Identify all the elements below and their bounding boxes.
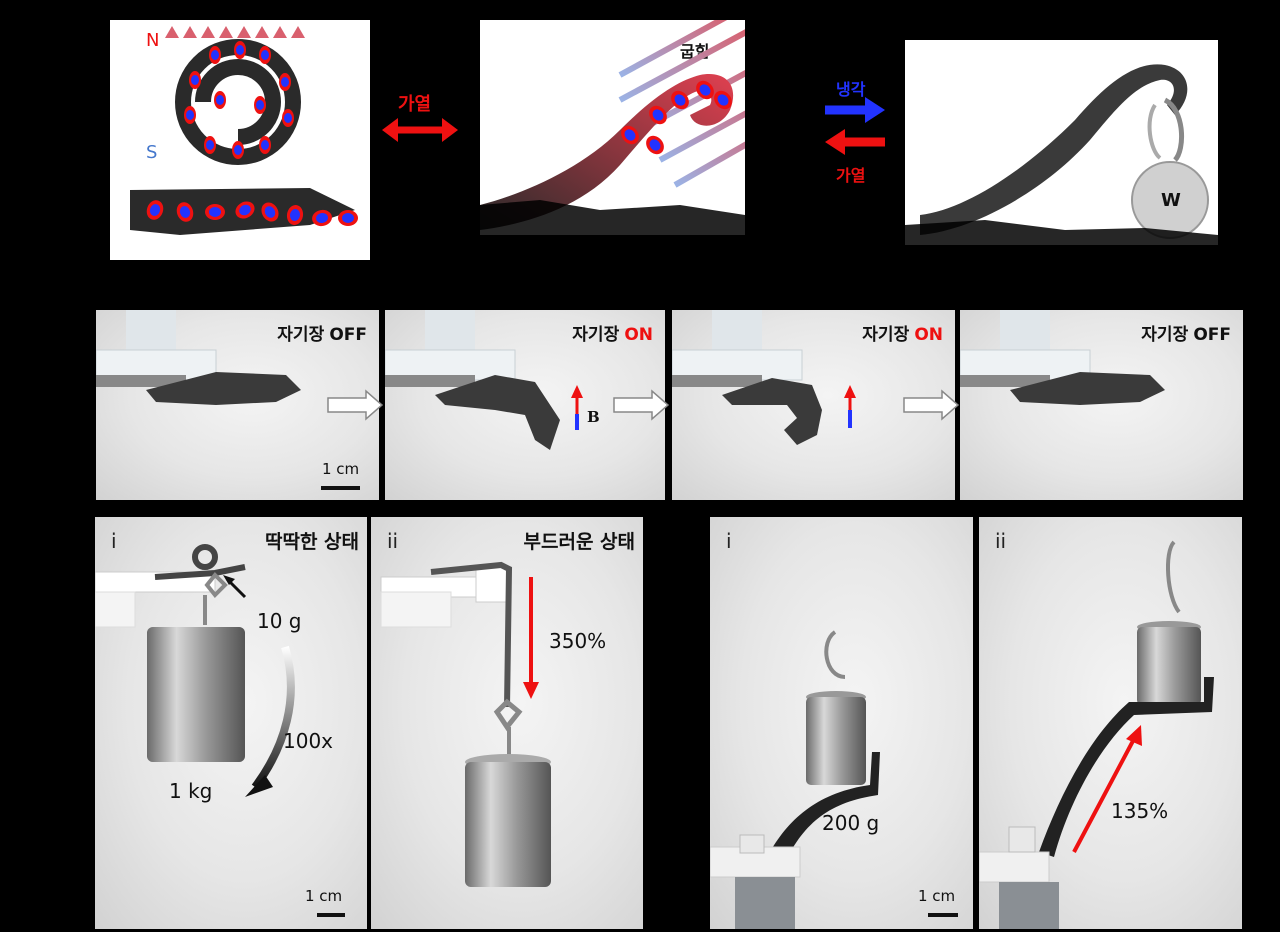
soft-state-title: 부드러운 상태 [523, 531, 636, 553]
frame-3-prefix: 자기장 [862, 325, 910, 345]
arrow-right-icon [327, 389, 384, 421]
rigid-state-panel: i 딱딱한 상태 10 g 100x 1 kg 1 c [95, 517, 367, 929]
frame-1-prefix: 자기장 [277, 325, 325, 345]
frame-4-scene [960, 310, 1165, 405]
cool-label: 냉각 [836, 80, 866, 99]
frame-4-caption: 자기장 OFF [1141, 320, 1231, 345]
mass-200g-label: 200 g [822, 811, 880, 835]
hook-weight-diagram [905, 64, 1218, 245]
frame-2-state: ON [624, 325, 653, 345]
bending-hand-diagram [480, 20, 745, 235]
top-left-panel: N S [110, 20, 370, 260]
load-200g-scene [710, 630, 958, 929]
panel-i-roman-right: i [726, 529, 732, 553]
heat-label-1: 가열 [398, 94, 432, 115]
mass-large-label: 1 kg [169, 779, 213, 803]
field-lines-diagram [130, 26, 358, 235]
frame-1-caption: 자기장 OFF [277, 320, 367, 345]
pole-n-label: N [146, 30, 160, 51]
magnetic-particles [146, 41, 358, 227]
soft-strain-label: 350% [549, 629, 607, 653]
top-middle-panel: 굽힘 [480, 20, 745, 235]
top-right-panel: W [905, 40, 1218, 245]
frame-3-state: ON [914, 325, 943, 345]
frame-4: 자기장 OFF [960, 310, 1243, 500]
frame-2-prefix: 자기장 [572, 325, 620, 345]
panel-ii-roman: ii [387, 529, 399, 553]
arrow-right-icon [613, 389, 670, 421]
panel-i-roman: i [111, 529, 117, 553]
curled-hand-shape [175, 39, 301, 165]
frame-2: 자기장 ON B [385, 310, 665, 500]
load-strain-label: 135% [1111, 799, 1169, 823]
panel-ii-roman-right: ii [995, 529, 1007, 553]
frame-1-scene [96, 310, 360, 490]
frame-4-state: OFF [1193, 325, 1231, 345]
heat-transition: 가열 [380, 90, 460, 150]
field-b-label: B [587, 408, 600, 426]
scale-bar-label: 1 cm [322, 460, 360, 478]
load-strain-scene [979, 540, 1214, 929]
frame-2-caption: 자기장 ON [572, 320, 653, 345]
frame-2-scene [385, 310, 583, 450]
weight-label: W [1161, 190, 1181, 211]
cool-heat-arrows-icon [825, 97, 885, 155]
frame-1-state: OFF [329, 325, 367, 345]
ratio-label: 100x [283, 729, 334, 753]
heat-label-2: 가열 [836, 166, 866, 185]
load-scale-label: 1 cm [918, 887, 956, 905]
load-200g-panel: i 200 g 1 cm [710, 517, 973, 929]
mass-small-label: 10 g [257, 609, 302, 633]
frame-3-caption: 자기장 ON [862, 320, 943, 345]
load-strain-panel: ii 135% [979, 517, 1242, 929]
rigid-scale-label: 1 cm [305, 887, 343, 905]
double-arrow-icon [382, 118, 458, 142]
soft-state-panel: ii 부드러운 상태 350% [371, 517, 643, 929]
rigid-state-scene [95, 544, 345, 917]
pole-s-label: S [146, 142, 158, 163]
frame-3-scene [672, 310, 856, 445]
rigid-state-title: 딱딱한 상태 [264, 531, 359, 553]
frame-4-prefix: 자기장 [1141, 325, 1189, 345]
cool-heat-transition: 냉각 가열 [820, 70, 890, 185]
arrow-right-icon [903, 389, 960, 421]
soft-state-scene [380, 561, 551, 887]
